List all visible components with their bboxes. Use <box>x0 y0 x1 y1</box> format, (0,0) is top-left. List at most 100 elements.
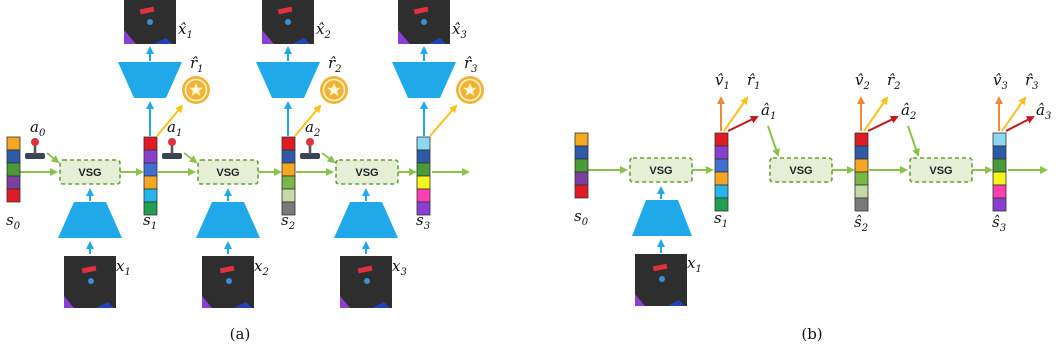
reward-arrow <box>429 104 458 137</box>
action-arrow <box>183 152 198 164</box>
action-arrow <box>321 152 336 164</box>
state-cell <box>143 175 158 190</box>
state-cell <box>854 158 869 173</box>
vsg-label: VSG <box>929 165 952 177</box>
star-coin-icon <box>455 75 485 105</box>
input-frame-image <box>635 254 687 306</box>
reconstructed-frame-image <box>262 0 314 44</box>
state-cell <box>416 149 431 164</box>
reconstruction-label-x2: x̂2 <box>316 20 331 41</box>
state-cell <box>854 197 869 212</box>
state-cell <box>854 184 869 199</box>
state-cell <box>6 162 21 177</box>
action-label-a2: a2 <box>305 118 320 139</box>
action-label-a0: a0 <box>30 118 46 139</box>
state-cell <box>574 158 589 173</box>
input-frame-image <box>64 256 116 308</box>
joystick-icon <box>300 138 320 159</box>
star-coin-icon <box>181 75 211 105</box>
vsg-block: VSG <box>769 157 833 183</box>
state-cell <box>854 145 869 160</box>
state-cell <box>6 136 21 151</box>
input-frame-image <box>340 256 392 308</box>
state-vector-s3 <box>992 132 1007 212</box>
panel-a-caption: (a) <box>230 325 251 343</box>
state-cell <box>574 132 589 147</box>
state-label-s0: s0 <box>574 207 589 228</box>
state-cell <box>714 197 729 212</box>
decoder-block <box>256 62 320 98</box>
state-cell <box>574 184 589 199</box>
vsg-block: VSG <box>909 157 973 183</box>
joystick-icon <box>162 138 182 159</box>
input-label-x2: x2 <box>254 257 269 278</box>
state-label-s3: ŝ3 <box>992 213 1006 234</box>
reward-arrow <box>863 96 889 132</box>
action-arrow <box>867 116 899 132</box>
reward-label-r1: r̂1 <box>747 71 761 92</box>
state-label-s1: s1 <box>143 211 157 232</box>
panel-a: VSG VSG VSG <box>6 0 485 343</box>
state-label-s2: ŝ2 <box>854 213 868 234</box>
state-cell <box>854 132 869 147</box>
state-cell <box>143 201 158 216</box>
decoder-block <box>392 62 456 98</box>
state-cell <box>281 175 296 190</box>
state-cell <box>281 162 296 177</box>
input-label-x1: x1 <box>687 254 702 275</box>
state-vector-s2 <box>854 132 869 212</box>
reward-label-r3: r̂3 <box>1025 71 1039 92</box>
state-cell <box>854 171 869 186</box>
panel-b-caption: (b) <box>801 325 822 343</box>
reward-arrow <box>156 104 184 137</box>
state-vector-s0 <box>6 136 21 203</box>
input-label-x3: x3 <box>392 257 407 278</box>
action-arrow <box>1005 116 1035 132</box>
reward-arrow <box>723 96 749 132</box>
state-cell <box>992 158 1007 173</box>
state-cell <box>6 149 21 164</box>
encoder-block <box>58 202 122 238</box>
action-label-a1: a1 <box>167 118 182 139</box>
state-cell <box>143 162 158 177</box>
state-cell <box>416 136 431 151</box>
vsg-label: VSG <box>355 167 378 179</box>
state-label-s2: s2 <box>281 211 295 232</box>
value-label-v1: v̂1 <box>715 71 730 92</box>
reward-label-r2: r̂2 <box>887 71 901 92</box>
state-cell <box>574 145 589 160</box>
state-cell <box>281 149 296 164</box>
star-coin-icon <box>319 75 349 105</box>
action-arrow <box>46 152 60 164</box>
encoder-block <box>632 200 692 236</box>
value-label-v3: v̂3 <box>993 71 1008 92</box>
encoder-block <box>334 202 398 238</box>
action-label-a1: â1 <box>761 101 776 122</box>
value-label-v2: v̂2 <box>855 71 870 92</box>
state-label-s3: s3 <box>416 211 430 232</box>
vsg-block: VSG <box>59 159 121 185</box>
state-cell <box>281 188 296 203</box>
state-cell <box>574 171 589 186</box>
reconstruction-label-x1: x̂1 <box>178 20 193 41</box>
action-arrow <box>727 116 759 132</box>
state-cell <box>281 136 296 151</box>
state-cell <box>992 132 1007 147</box>
state-cell <box>416 175 431 190</box>
state-cell <box>6 175 21 190</box>
state-cell <box>992 184 1007 199</box>
vsg-label: VSG <box>789 165 812 177</box>
state-cell <box>143 149 158 164</box>
state-cell <box>992 145 1007 160</box>
state-cell <box>992 171 1007 186</box>
state-cell <box>6 188 21 203</box>
vsg-block: VSG <box>629 157 693 183</box>
reward-label-r2: r̂2 <box>328 54 342 75</box>
input-label-x1: x1 <box>116 257 131 278</box>
reward-arrow <box>294 104 322 137</box>
state-cell <box>143 136 158 151</box>
state-vector-s1 <box>714 132 729 212</box>
reconstructed-frame-image <box>398 0 450 44</box>
action-feedback-arrow <box>767 125 780 157</box>
